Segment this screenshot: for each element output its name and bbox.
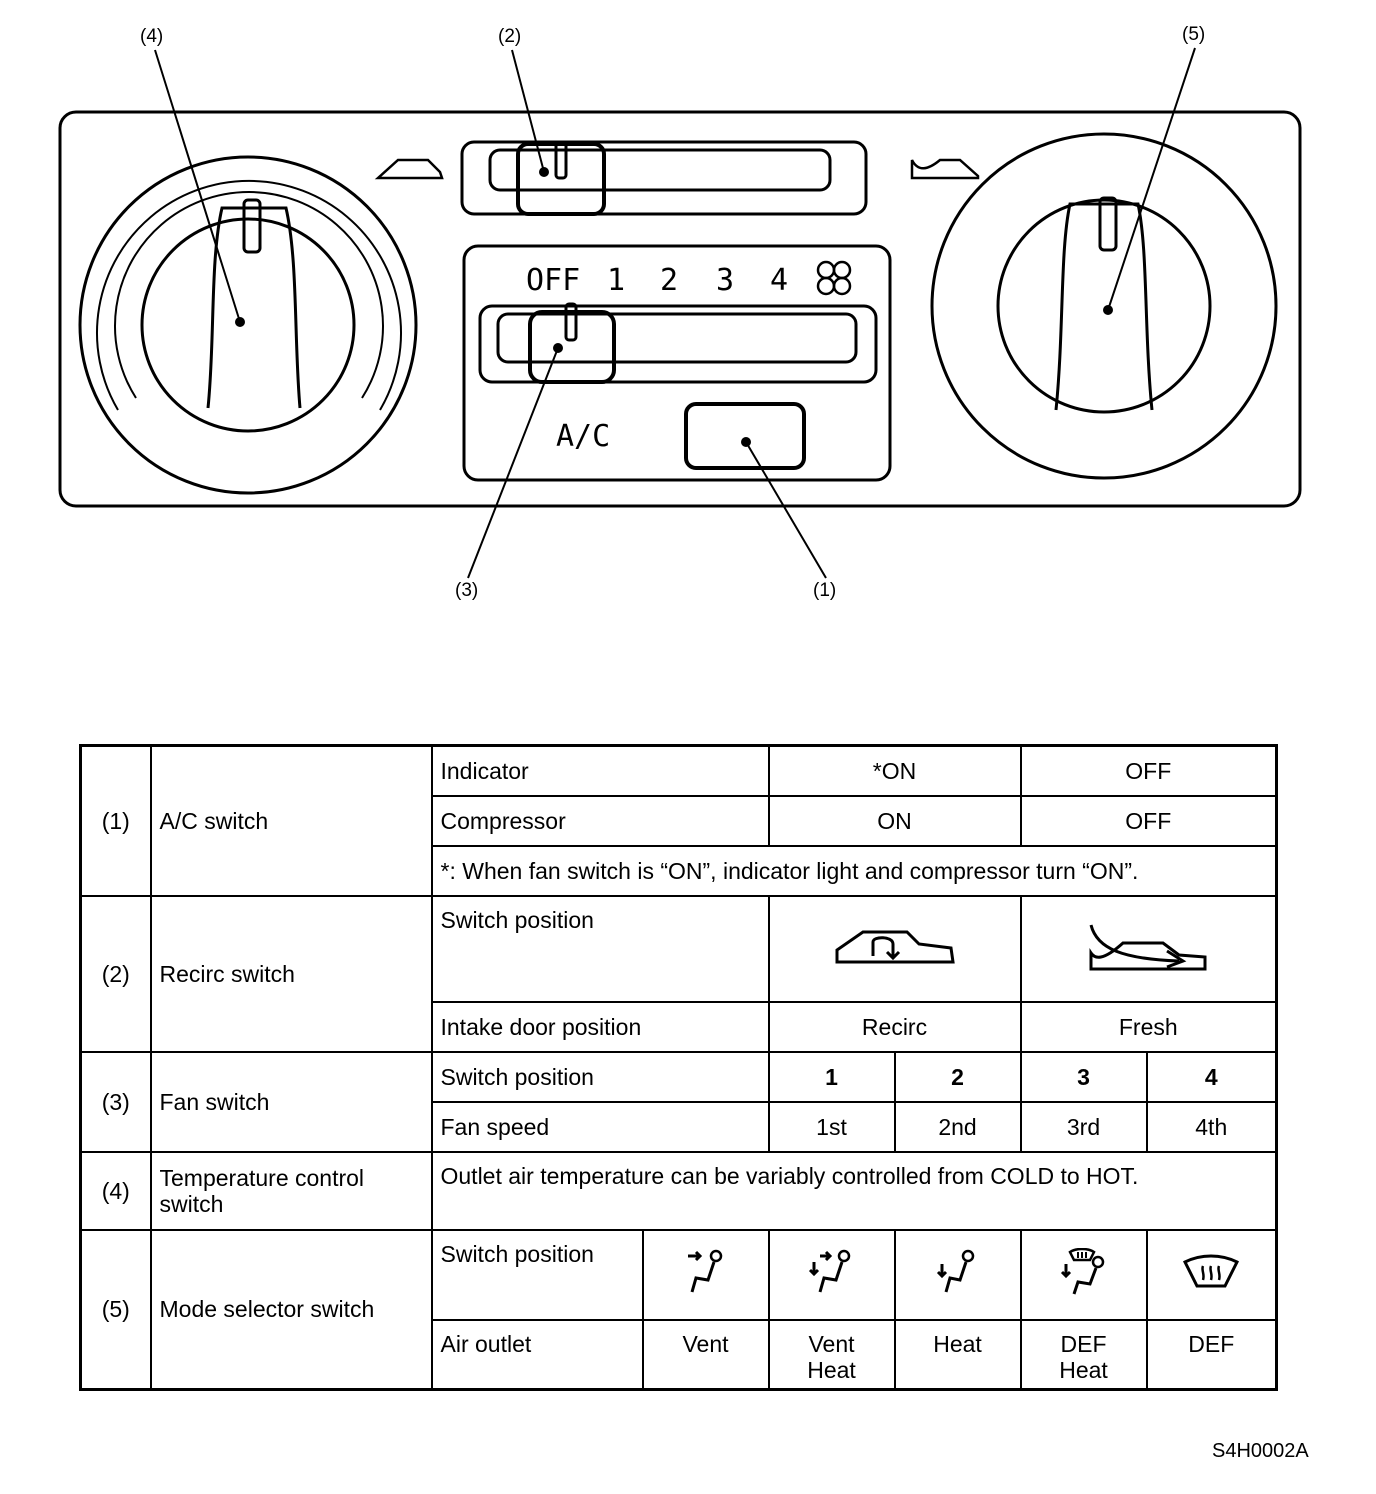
- row-name: Recirc switch: [149, 894, 433, 1053]
- defrost-mode-icon: [1183, 1254, 1240, 1288]
- table-row: *: When fan switch is “ON”, indicator li…: [81, 844, 1278, 897]
- panel-outline: [58, 110, 1302, 508]
- table-row: Intake door position Recirc Fresh: [81, 1000, 1278, 1053]
- cell-value: Recirc: [767, 1000, 1022, 1053]
- table-row: (3) Fan switch Switch position 1 2 3 4: [79, 1050, 1278, 1153]
- leader-2: [511, 49, 545, 173]
- cell-label: Switch position: [430, 1050, 770, 1103]
- cell-value: 2nd: [893, 1100, 1022, 1153]
- cell-value: 2: [893, 1050, 1022, 1103]
- cell-label: Intake door position: [430, 1000, 770, 1053]
- table-row: (4) Temperature control switch Outlet ai…: [79, 1150, 1278, 1231]
- callout-1: (1): [813, 580, 836, 601]
- temperature-dial: [78, 155, 418, 495]
- row-number: (4): [79, 1150, 152, 1231]
- cell-icon: [767, 1228, 896, 1321]
- cell-value: OFF: [1019, 794, 1278, 847]
- outlet-line1: DEF: [1060, 1330, 1107, 1357]
- table-row: (2) Recirc switch Switch position: [79, 894, 1278, 1053]
- ac-label: A/C: [556, 419, 610, 454]
- cell-icon: [641, 1228, 770, 1321]
- cell-label: Fan speed: [430, 1100, 770, 1153]
- row-name: Temperature control switch: [149, 1150, 433, 1231]
- recirc-icon: [835, 930, 955, 964]
- cell-value: OFF: [1019, 744, 1278, 797]
- document-id: S4H0002A: [1212, 1440, 1309, 1462]
- cell-icon: [1019, 894, 1278, 1003]
- cell-value: Vent: [641, 1318, 770, 1391]
- callout-4: (4): [140, 26, 163, 47]
- cell-label: Compressor: [430, 794, 770, 847]
- cell-value: 4: [1145, 1050, 1278, 1103]
- cell-label: Switch position: [430, 894, 770, 1003]
- outlet-line2: Heat: [807, 1356, 856, 1383]
- cell-icon: [1019, 1228, 1148, 1321]
- cell-value: Heat: [893, 1318, 1022, 1391]
- cell-label: Indicator: [430, 744, 770, 797]
- leader-4: [154, 49, 241, 323]
- fan-scale-2: 2: [660, 263, 678, 298]
- cell-value: ON: [767, 794, 1022, 847]
- cell-value: Fresh: [1019, 1000, 1278, 1053]
- spec-table: (1) A/C switch Indicator *ON OFF Compres…: [79, 744, 1279, 1391]
- heat-mode-icon: [936, 1249, 974, 1293]
- table-row: (1) A/C switch Indicator *ON OFF: [79, 744, 1278, 897]
- fan-icon: [816, 260, 852, 296]
- bilevel-mode-icon: [808, 1249, 850, 1293]
- cell-description: Outlet air temperature can be variably c…: [430, 1150, 1278, 1231]
- callout-5: (5): [1182, 24, 1205, 45]
- row-number: (3): [79, 1050, 152, 1153]
- fan-scale-off: OFF: [526, 263, 580, 298]
- cell-icon: [767, 894, 1022, 1003]
- cell-value: 3rd: [1019, 1100, 1148, 1153]
- table-row: Compressor ON OFF: [81, 794, 1278, 847]
- table-row: Fan speed 1st 2nd 3rd 4th: [81, 1100, 1278, 1153]
- row-number: (5): [79, 1228, 152, 1391]
- outlet-line1: Vent: [808, 1330, 855, 1357]
- cell-icon: [1145, 1228, 1278, 1321]
- fan-scale-4: 4: [770, 263, 788, 298]
- leader-3: [467, 347, 559, 579]
- callout-2: (2): [498, 26, 521, 47]
- row-name: Fan switch: [149, 1050, 433, 1153]
- row-number: (2): [79, 894, 152, 1053]
- callout-3: (3): [455, 580, 478, 601]
- outlet-line1: Vent: [682, 1330, 729, 1357]
- cell-value: *ON: [767, 744, 1022, 797]
- outlet-line1: Heat: [933, 1330, 982, 1357]
- row-name: A/C switch: [149, 744, 433, 897]
- def-heat-mode-icon: [1060, 1248, 1104, 1295]
- outlet-line1: DEF: [1188, 1330, 1235, 1357]
- cell-value: 1st: [767, 1100, 896, 1153]
- table-row: (5) Mode selector switch Switch position: [79, 1228, 1278, 1391]
- outlet-line2: Heat: [1059, 1356, 1108, 1383]
- fan-scale-3: 3: [716, 263, 734, 298]
- cell-icon: [893, 1228, 1022, 1321]
- recirc-slider: [460, 140, 868, 216]
- panel-fresh-icon: [910, 158, 980, 180]
- fan-ac-subpanel: [462, 244, 892, 482]
- cell-value: 3: [1019, 1050, 1148, 1103]
- fresh-air-icon: [1089, 924, 1207, 971]
- cell-value: DEF: [1145, 1318, 1278, 1391]
- ac-button: [684, 402, 806, 470]
- cell-value: 1: [767, 1050, 896, 1103]
- cell-note: *: When fan switch is “ON”, indicator li…: [430, 844, 1278, 897]
- row-name: Mode selector switch: [149, 1228, 433, 1391]
- panel-recirc-icon: [374, 158, 444, 180]
- cell-label: Air outlet: [430, 1318, 644, 1391]
- leader-5: [1107, 47, 1196, 311]
- mode-dial: [930, 132, 1278, 480]
- fan-scale-1: 1: [607, 263, 625, 298]
- leader-1: [745, 441, 827, 579]
- vent-mode-icon: [687, 1249, 722, 1293]
- row-number: (1): [79, 744, 152, 897]
- control-panel-diagram: (4) (2) (5) (3) (1) OFF 1 2 3 4 A/C: [58, 24, 1302, 601]
- cell-value: 4th: [1145, 1100, 1278, 1153]
- cell-label: Switch position: [430, 1228, 644, 1321]
